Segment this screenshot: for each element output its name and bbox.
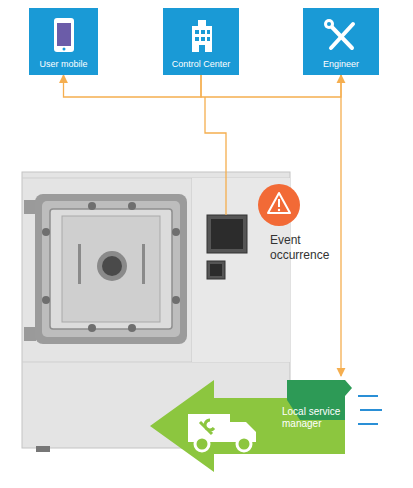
hinge <box>24 200 36 214</box>
door-handle <box>78 244 81 284</box>
app-tile: User mobile <box>29 8 98 75</box>
tile-label: Control Center <box>163 59 239 69</box>
door-frame <box>35 194 187 344</box>
tile-icon <box>34 12 94 58</box>
signal-line <box>64 75 202 97</box>
door-plate <box>62 216 160 322</box>
small-screen <box>207 261 225 279</box>
warning-symbol <box>278 199 280 207</box>
viewport-glass <box>102 256 122 276</box>
event-label: Event occurrence <box>270 233 350 263</box>
tile-label: User mobile <box>29 59 98 69</box>
door-frame-inner <box>42 201 180 337</box>
door-handle <box>142 244 145 284</box>
green-band-tip <box>345 380 352 396</box>
speed-lines <box>358 396 382 424</box>
door-bolts <box>42 202 180 332</box>
screen <box>211 219 243 249</box>
tile-label: Engineer <box>303 59 379 69</box>
warning-symbol <box>268 193 290 213</box>
tile-icon <box>311 12 371 58</box>
viewport <box>97 251 127 281</box>
tile-icon <box>171 12 231 58</box>
hinge <box>24 327 36 341</box>
app-tile: Engineer <box>303 8 379 75</box>
door <box>50 209 172 329</box>
service-label: Local service manager <box>282 406 344 430</box>
small-screen-glass <box>210 264 222 276</box>
warning-symbol <box>278 209 280 211</box>
foot <box>36 446 50 452</box>
screen-frame <box>207 215 247 253</box>
event-marker <box>258 184 300 226</box>
app-tile: Control Center <box>163 8 239 75</box>
signal-line <box>340 75 341 376</box>
signal-wire <box>205 97 226 215</box>
signal-line <box>201 75 341 97</box>
service-arrow: Local service manager <box>150 376 345 472</box>
